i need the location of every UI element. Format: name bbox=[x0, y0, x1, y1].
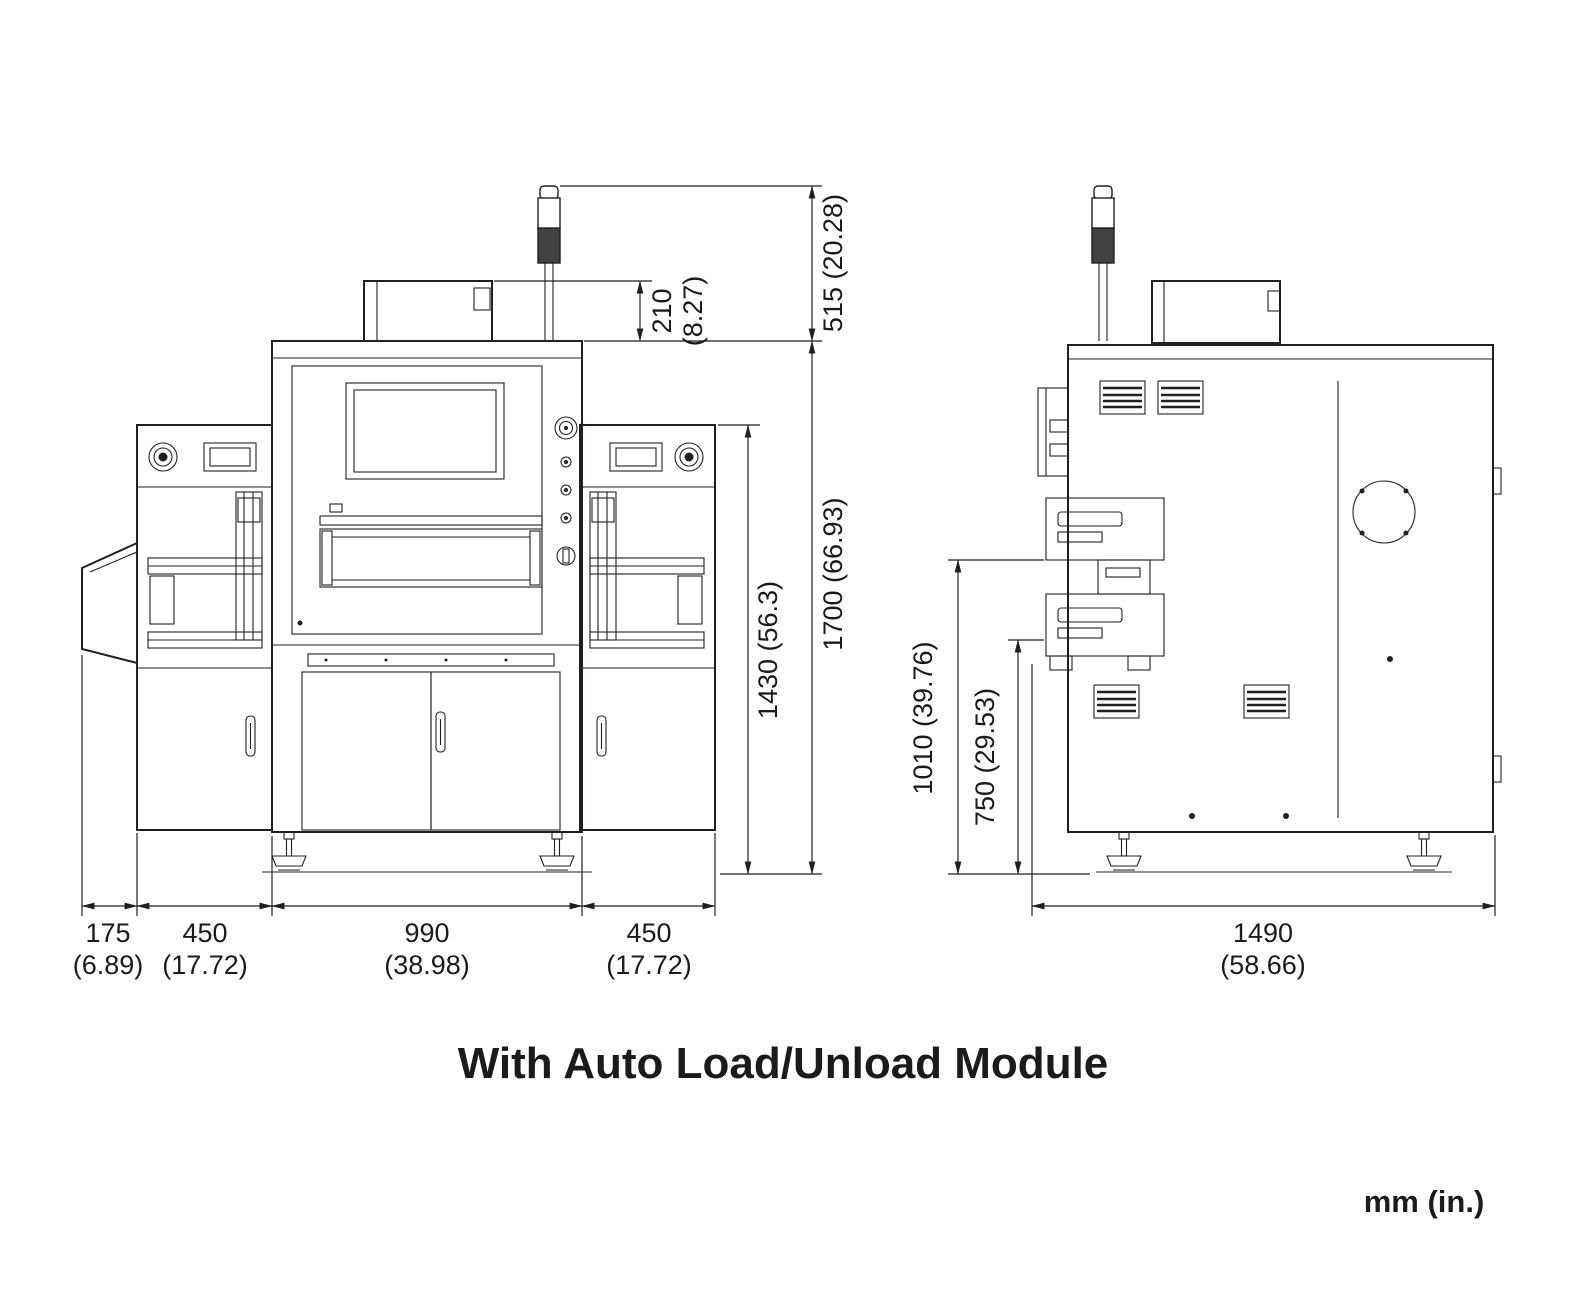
screw-dot bbox=[1189, 813, 1195, 819]
dim-overall-height: 1700 (66.93) bbox=[720, 340, 848, 875]
machine-body-side bbox=[1067, 344, 1502, 833]
dim-label: (6.89) bbox=[73, 950, 144, 980]
vent-grille-icon bbox=[1092, 683, 1141, 720]
dim-tower-clearance: 515 (20.28) bbox=[560, 185, 848, 342]
right-unload-module bbox=[579, 424, 716, 831]
dim-label: (58.66) bbox=[1220, 950, 1306, 980]
vent-grille-icon bbox=[1098, 379, 1147, 416]
dim-top-module-height: 210 (8.27) bbox=[494, 276, 708, 347]
screw-dot bbox=[1387, 656, 1393, 662]
signal-tower-icon bbox=[537, 185, 561, 342]
left-load-module bbox=[136, 424, 273, 831]
side-view bbox=[1037, 185, 1502, 873]
right-door bbox=[430, 671, 561, 831]
push-button bbox=[560, 484, 572, 496]
magazine-chute bbox=[81, 541, 138, 665]
vent-grille-icon bbox=[1156, 379, 1205, 416]
vent-grille-icon bbox=[1242, 683, 1291, 720]
drawing-caption: With Auto Load/Unload Module bbox=[458, 1039, 1109, 1088]
dim-lower-height: 750 (29.53) bbox=[970, 639, 1044, 875]
module-display bbox=[203, 442, 257, 472]
dim-label: (38.98) bbox=[384, 950, 470, 980]
dim-label: 175 bbox=[85, 918, 130, 948]
dim-label: 450 bbox=[182, 918, 227, 948]
key-switch bbox=[556, 546, 576, 566]
top-enclosure bbox=[363, 280, 493, 342]
door-handle-icon bbox=[435, 711, 446, 753]
leveling-foot bbox=[539, 831, 575, 871]
emergency-stop-icon bbox=[148, 442, 178, 472]
dim-upper-height: 1010 (39.76) bbox=[908, 559, 1090, 875]
dim-depth: 1490 (58.66) bbox=[1031, 664, 1496, 980]
operator-control-column bbox=[554, 416, 578, 566]
dim-label: 1430 (56.3) bbox=[753, 581, 783, 719]
dim-front-widths: 175 (6.89) 450 (17.72) 990 (38.98) 450 (… bbox=[73, 655, 716, 980]
signal-tower-icon bbox=[1091, 185, 1115, 342]
dim-label: 750 (29.53) bbox=[970, 688, 1000, 826]
screw-dot bbox=[1283, 813, 1289, 819]
dim-label: 990 bbox=[404, 918, 449, 948]
control-screen bbox=[329, 382, 505, 513]
conveyor-slot bbox=[297, 515, 543, 626]
lower-doors bbox=[272, 644, 582, 831]
dim-label: 210 bbox=[647, 288, 677, 333]
dim-label: 1490 bbox=[1233, 918, 1293, 948]
dim-label: 450 bbox=[626, 918, 671, 948]
dim-label: 515 (20.28) bbox=[818, 194, 848, 332]
units-label: mm (in.) bbox=[1364, 1184, 1485, 1219]
front-view-dimensions: 210 (8.27) 515 (20.28) 1700 (66.93) 1430… bbox=[73, 185, 848, 980]
dim-label: 1010 (39.76) bbox=[908, 641, 938, 794]
top-enclosure-side bbox=[1151, 280, 1281, 344]
push-button bbox=[560, 512, 572, 524]
dim-label: (17.72) bbox=[162, 950, 248, 980]
circular-port bbox=[1352, 480, 1416, 544]
module-display bbox=[609, 442, 663, 472]
leveling-foot bbox=[1106, 831, 1142, 871]
loader-shelves bbox=[1045, 497, 1165, 671]
front-view bbox=[81, 185, 716, 873]
hinge-tab bbox=[1492, 467, 1502, 495]
emergency-stop-icon bbox=[674, 442, 704, 472]
door-handle-icon bbox=[245, 715, 256, 757]
left-door bbox=[301, 671, 432, 831]
leveling-foot bbox=[1406, 831, 1442, 871]
door-handle-icon bbox=[596, 715, 607, 757]
side-upper-panel bbox=[1037, 387, 1069, 477]
hinge-tab bbox=[1492, 755, 1502, 783]
upper-glass-door bbox=[291, 365, 543, 635]
dim-label: 1700 (66.93) bbox=[818, 497, 848, 650]
dim-label: (17.72) bbox=[606, 950, 692, 980]
push-button bbox=[560, 456, 572, 468]
leveling-foot bbox=[271, 831, 307, 871]
dim-body-height: 1430 (56.3) bbox=[718, 424, 783, 875]
side-view-dimensions: 1010 (39.76) 750 (29.53) 1490 (58.66) bbox=[908, 559, 1496, 980]
dim-label: (8.27) bbox=[678, 276, 708, 347]
main-knob bbox=[554, 416, 578, 440]
